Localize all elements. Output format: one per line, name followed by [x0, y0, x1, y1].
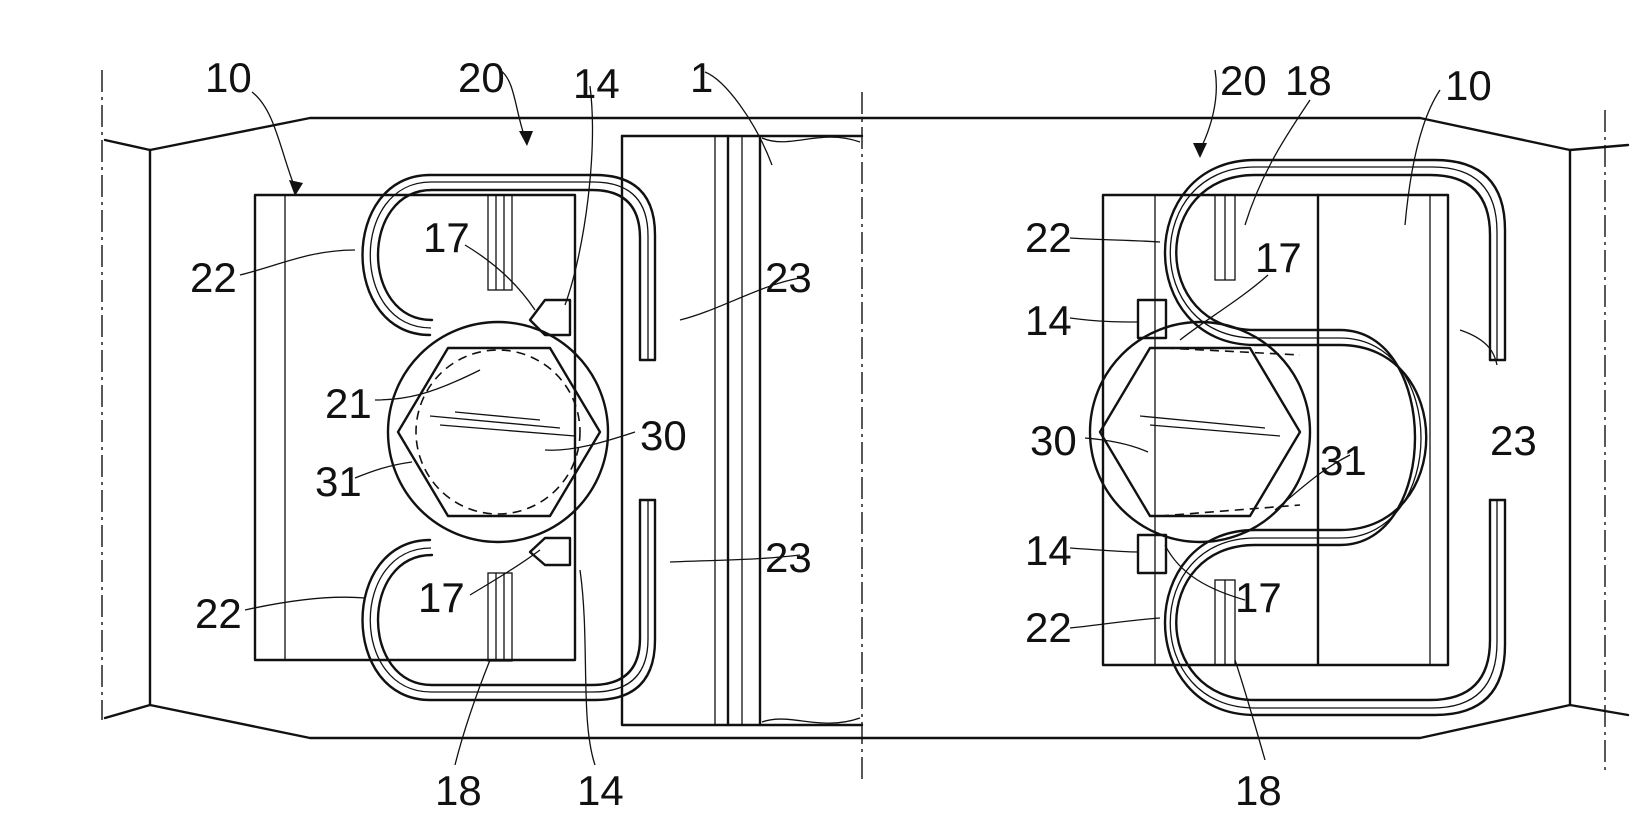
right-bolt-head — [1100, 348, 1300, 516]
label-right-14-upper: 14 — [1025, 297, 1072, 344]
label-right-22-lower: 22 — [1025, 604, 1072, 651]
label-left-31: 31 — [315, 458, 362, 505]
label-right-23: 23 — [1490, 417, 1537, 464]
label-left-14-top: 14 — [573, 60, 620, 107]
label-left-18: 18 — [435, 767, 482, 814]
label-right-18-bottom: 18 — [1235, 767, 1282, 814]
label-right-30: 30 — [1030, 417, 1077, 464]
label-left-17-lower: 17 — [418, 574, 465, 621]
label-right-22-upper: 22 — [1025, 214, 1072, 261]
label-left-21: 21 — [325, 380, 372, 427]
label-right-17-lower: 17 — [1235, 574, 1282, 621]
label-left-10: 10 — [205, 54, 252, 101]
right-leaders — [1070, 70, 1497, 760]
left-figure — [102, 70, 862, 780]
label-left-22-lower: 22 — [195, 590, 242, 637]
label-left-22-upper: 22 — [190, 254, 237, 301]
label-left-14-bottom: 14 — [577, 767, 624, 814]
label-right-20: 20 — [1220, 57, 1267, 104]
label-left-1: 1 — [690, 54, 713, 101]
label-right-31: 31 — [1320, 437, 1367, 484]
left-spring-clip — [363, 175, 656, 700]
label-right-10: 10 — [1445, 62, 1492, 109]
label-right-14-lower: 14 — [1025, 527, 1072, 574]
label-left-23-upper: 23 — [765, 254, 812, 301]
label-left-20: 20 — [458, 54, 505, 101]
label-left-17-upper: 17 — [423, 214, 470, 261]
label-right-18-top: 18 — [1285, 57, 1332, 104]
label-left-23-lower: 23 — [765, 534, 812, 581]
left-bolt-head — [398, 348, 600, 516]
label-left-30: 30 — [640, 412, 687, 459]
left-clamp-plate — [255, 195, 575, 661]
left-dashed-bore — [416, 350, 580, 514]
label-right-17-upper: 17 — [1255, 234, 1302, 281]
